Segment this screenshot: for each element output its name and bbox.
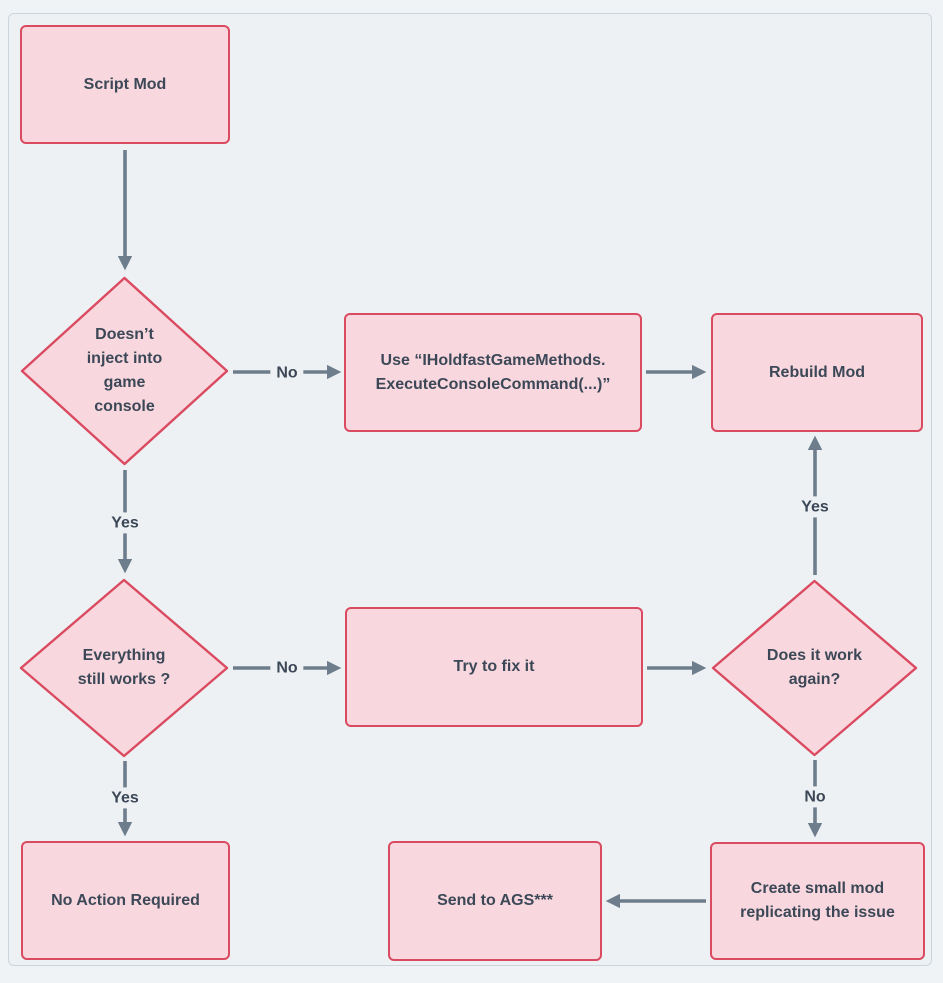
diamond-shape-icon [711, 579, 918, 757]
edge-label-inject-no: No [270, 362, 304, 384]
node-no-action-required: No Action Required [21, 841, 230, 960]
decision-label: Everything still works ? [77, 647, 171, 688]
diagram-frame [8, 13, 932, 966]
decision-work-again: Does it work again? [711, 579, 918, 757]
diamond-shape-icon [19, 578, 229, 758]
node-create-small-mod: Create small mod replicating the issue [710, 842, 925, 960]
edge-label-inject-yes: Yes [105, 512, 145, 534]
node-script-mod: Script Mod [20, 25, 230, 144]
edge-label-again-no: No [798, 786, 832, 808]
edge-label-works-no: No [270, 657, 304, 679]
decision-label: Doesn’t inject into game console [86, 326, 163, 415]
diamond-shape-icon [20, 276, 229, 466]
decision-inject-check: Doesn’t inject into game console [20, 276, 229, 466]
node-try-to-fix: Try to fix it [345, 607, 643, 727]
decision-label: Does it work again? [766, 647, 863, 688]
edge-label-again-yes: Yes [795, 496, 835, 518]
decision-everything-works: Everything still works ? [19, 578, 229, 758]
node-rebuild-mod: Rebuild Mod [711, 313, 923, 432]
node-send-to-ags: Send to AGS*** [388, 841, 602, 961]
node-use-console-command: Use “IHoldfastGameMethods. ExecuteConsol… [344, 313, 642, 432]
edge-label-works-yes: Yes [105, 787, 145, 809]
